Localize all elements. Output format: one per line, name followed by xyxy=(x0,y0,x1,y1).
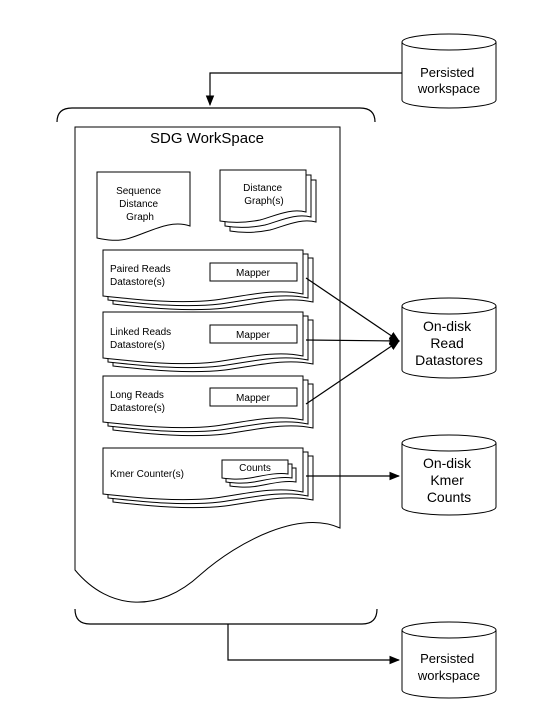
distance-graphs-stack xyxy=(219,169,317,233)
long-reads-label: Long Reads Datastore(s) xyxy=(110,390,167,414)
long-mapper-label: Mapper xyxy=(236,393,271,404)
workspace-title: SDG WorkSpace xyxy=(150,130,264,147)
persisted-workspace-bottom-label: Persisted workspace xyxy=(417,651,480,683)
kmer-counter-label: Kmer Counter(s) xyxy=(110,469,184,480)
linked-mapper-label: Mapper xyxy=(236,330,271,341)
arrow-persisted-to-workspace xyxy=(205,72,402,107)
read-datastores-label: On-disk Read Datastores xyxy=(415,318,483,368)
paired-mapper-box xyxy=(209,262,298,282)
arrow-linked-to-read-datastores xyxy=(305,336,401,346)
linked-reads-label: Linked Reads Datastore(s) xyxy=(110,327,174,351)
sequence-graph-label: Sequence Distance Graph xyxy=(116,186,164,223)
linked-mapper-box xyxy=(209,324,298,344)
bottom-brace xyxy=(74,608,378,625)
persisted-workspace-bottom-cylinder xyxy=(401,621,497,699)
top-brace xyxy=(56,107,376,123)
kmer-counts-label: On-disk Kmer Counts xyxy=(423,455,475,505)
sequence-graph-document xyxy=(96,171,191,241)
kmer-counts-cylinder xyxy=(401,434,497,516)
persisted-workspace-top-label: Persisted workspace xyxy=(417,65,480,96)
counts-stack xyxy=(221,459,297,488)
arrow-workspace-to-persisted xyxy=(227,624,401,665)
paired-mapper-label: Mapper xyxy=(236,268,271,279)
arrow-paired-to-read-datastores xyxy=(305,277,400,342)
distance-graphs-label: Distance Graph(s) xyxy=(243,183,285,207)
counts-label: Counts xyxy=(239,463,271,474)
paired-reads-label: Paired Reads Datastore(s) xyxy=(110,264,173,288)
persisted-workspace-top-cylinder xyxy=(401,33,497,109)
long-mapper-box xyxy=(209,387,298,407)
read-datastores-cylinder xyxy=(401,297,497,379)
arrow-long-to-read-datastores xyxy=(305,340,400,405)
